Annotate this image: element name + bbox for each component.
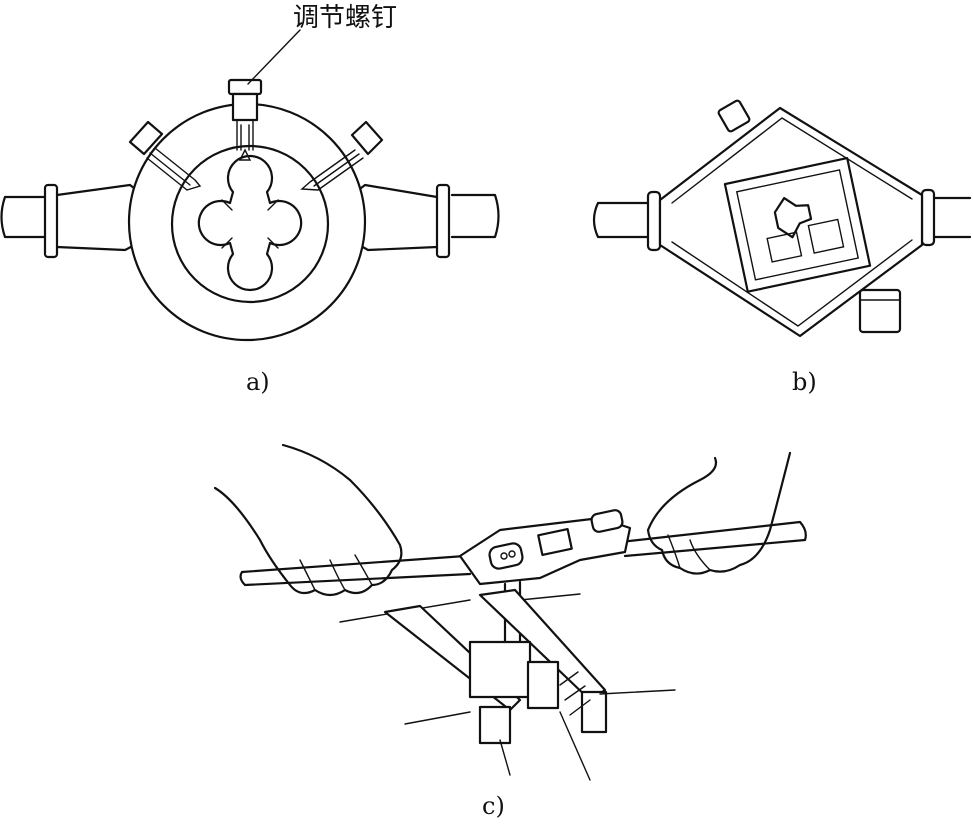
die-stock-a xyxy=(0,29,500,342)
callout-label: 调节螺钉 xyxy=(293,3,397,33)
adjusting-screw-b-bottom xyxy=(858,288,902,334)
square-die xyxy=(766,196,845,263)
adjusting-screw-right xyxy=(300,120,384,191)
adjusting-screw-top xyxy=(227,78,263,161)
die-stock-b xyxy=(592,99,972,338)
caption-c: c) xyxy=(482,792,505,820)
caption-a: a) xyxy=(246,368,270,396)
adjusting-screw-left xyxy=(128,120,202,191)
adjusting-screw-b-top xyxy=(717,99,751,133)
callout-leader xyxy=(247,29,301,85)
threading-scene-c xyxy=(213,443,807,781)
round-die xyxy=(197,154,303,292)
caption-b: b) xyxy=(792,368,817,396)
